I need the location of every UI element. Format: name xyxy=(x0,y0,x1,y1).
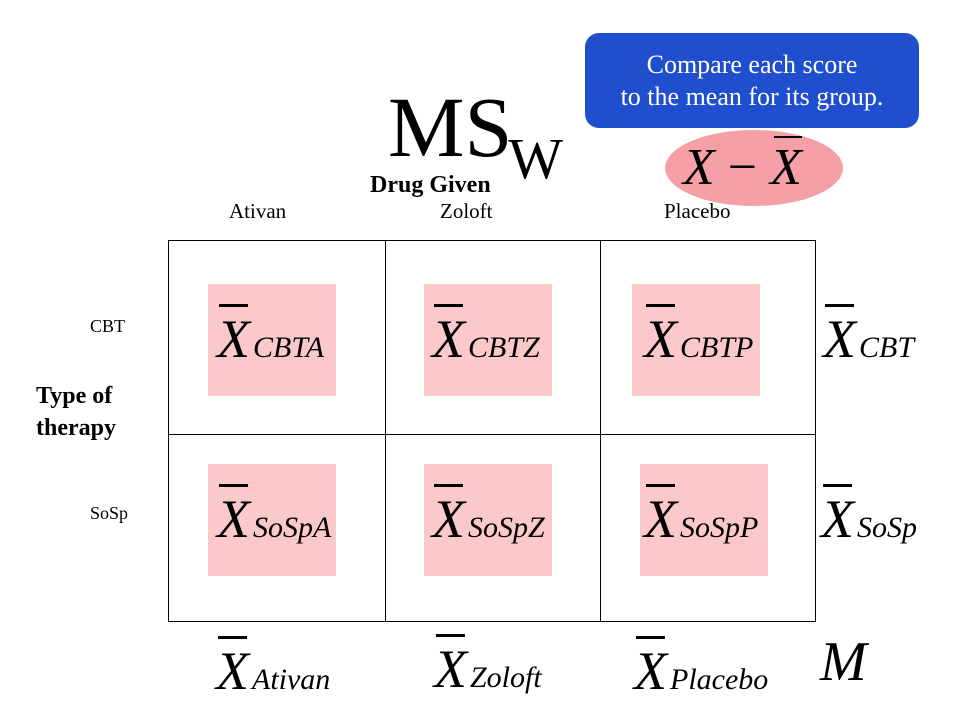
grand-mean-symbol: M xyxy=(820,631,867,693)
callout-line-1: Compare each score xyxy=(646,49,858,79)
cell-sosp-zoloft xyxy=(424,464,552,576)
design-grid xyxy=(168,240,816,622)
grid-divider xyxy=(385,241,386,621)
grid-divider xyxy=(169,434,815,435)
group-mean-symbol: X xyxy=(770,132,802,204)
cell-sosp-placebo xyxy=(640,464,768,576)
callout-line-2: to the mean for its group. xyxy=(620,81,884,111)
drug-header: Drug Given xyxy=(370,172,491,198)
column-label-ativan: Ativan xyxy=(229,199,287,223)
column-label-zoloft: Zoloft xyxy=(440,199,493,223)
row-label-cbt: CBT xyxy=(90,316,126,336)
cell-cbt-zoloft xyxy=(424,284,552,396)
row-label-sosp: SoSp xyxy=(90,503,129,523)
cell-cbt-ativan xyxy=(208,284,336,396)
therapy-header: Type of therapy xyxy=(36,383,116,441)
page-title: MSW xyxy=(388,79,564,191)
column-label-placebo: Placebo xyxy=(664,199,731,223)
deviation-formula: X − X xyxy=(683,132,802,204)
score-symbol: X xyxy=(683,139,715,196)
formula-highlight xyxy=(665,130,843,206)
cell-sosp-ativan xyxy=(208,464,336,576)
callout-box: Compare each score to the mean for its g… xyxy=(585,33,919,128)
cell-cbt-placebo xyxy=(632,284,760,396)
grid-divider xyxy=(600,241,601,621)
